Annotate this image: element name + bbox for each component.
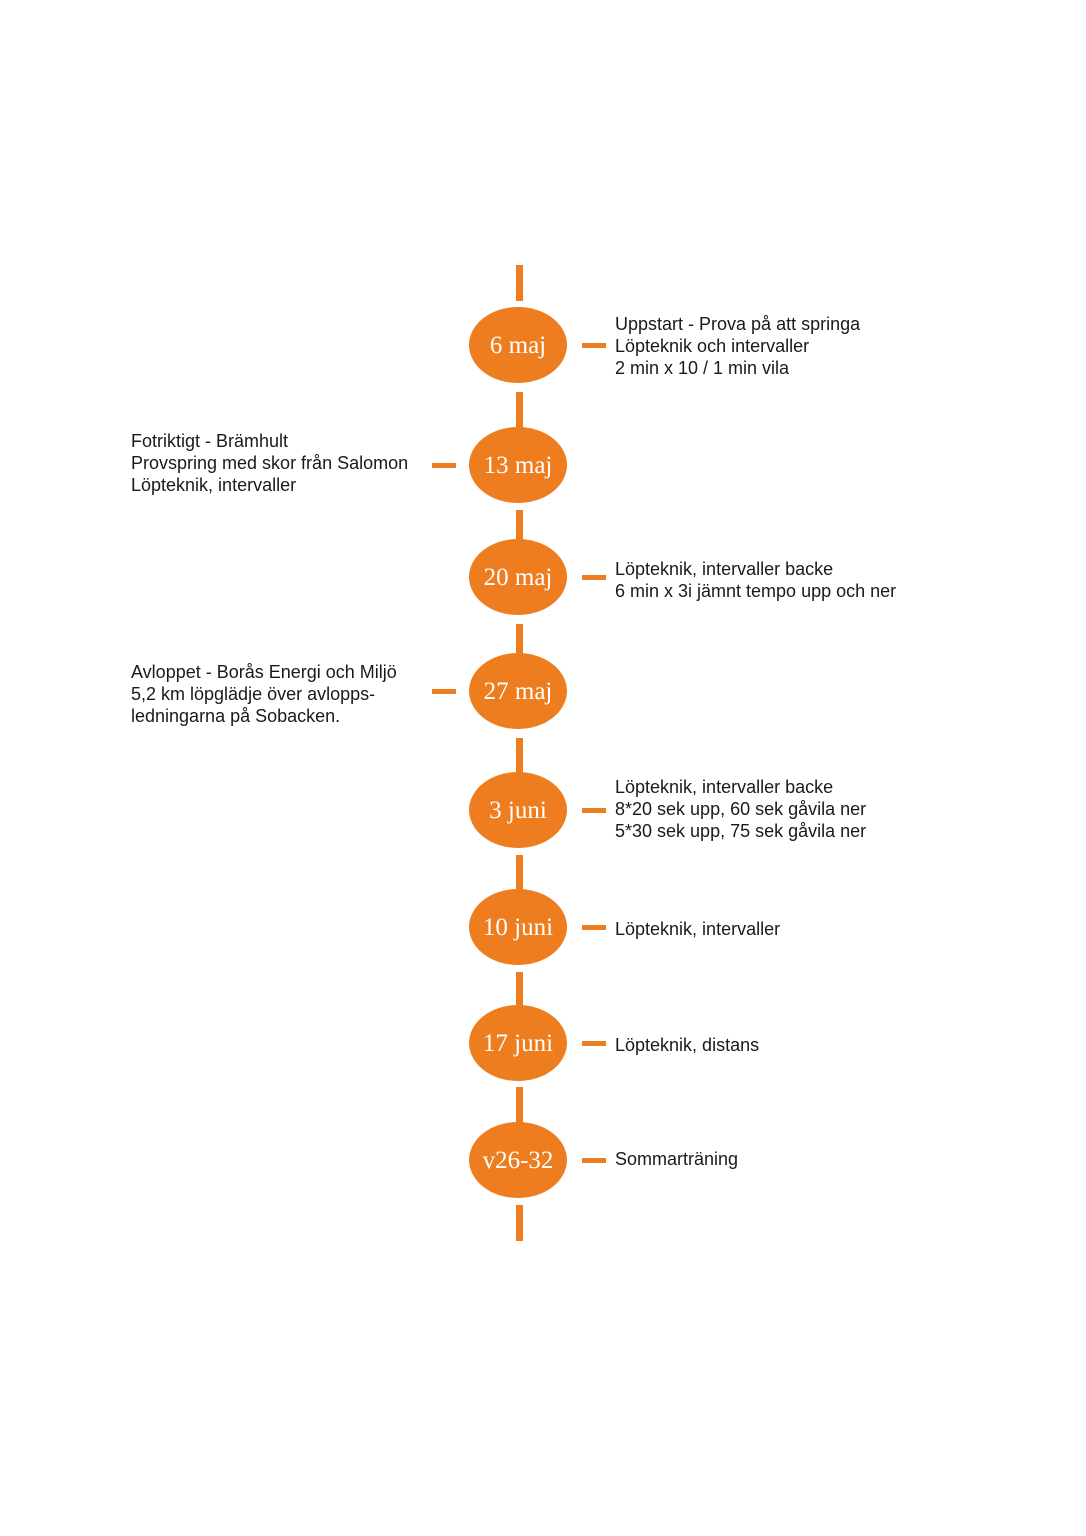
date-node: 10 juni (469, 889, 567, 965)
timeline-segment (516, 738, 523, 774)
date-node: 20 maj (469, 539, 567, 615)
description-line: Provspring med skor från Salomon (131, 453, 409, 473)
description-line: Sommarträning (615, 1149, 739, 1169)
description-line: Löpteknik, distans (615, 1035, 760, 1055)
description-line: 6 min x 3i jämnt tempo upp och ner (615, 581, 897, 601)
description-line: Avloppet - Borås Energi och Miljö (131, 662, 397, 682)
timeline-segment (516, 510, 523, 546)
connector-dash (582, 343, 606, 348)
connector-dash (432, 689, 456, 694)
description-line: Fotriktigt - Brämhult (131, 431, 289, 451)
description-line: Löpteknik och intervaller (615, 336, 810, 356)
date-node: 6 maj (469, 307, 567, 383)
description-line: 8*20 sek upp, 60 sek gåvila ner (615, 799, 867, 819)
description-line: 5*30 sek upp, 75 sek gåvila ner (615, 821, 867, 841)
timeline-segment (516, 1205, 523, 1241)
event-description: Löpteknik, distans (615, 1034, 759, 1056)
description-line: Löpteknik, intervaller backe (615, 777, 834, 797)
timeline-segment (516, 972, 523, 1008)
date-node: 3 juni (469, 772, 567, 848)
description-line: Uppstart - Prova på att springa (615, 314, 861, 334)
description-line: 5,2 km löpglädje över avlopps- (131, 684, 376, 704)
description-line: Löpteknik, intervaller (131, 475, 297, 495)
date-node: v26-32 (469, 1122, 567, 1198)
timeline-segment (516, 265, 523, 301)
description-line: Löpteknik, intervaller (615, 919, 781, 939)
connector-dash (582, 575, 606, 580)
description-line: ledningarna på Sobacken. (131, 706, 341, 726)
timeline-segment (516, 624, 523, 660)
date-node: 27 maj (469, 653, 567, 729)
connector-dash (582, 1041, 606, 1046)
description-line: Löpteknik, intervaller backe (615, 559, 834, 579)
timeline-segment (516, 1087, 523, 1123)
event-description: Löpteknik, intervaller (615, 918, 780, 940)
connector-dash (582, 1158, 606, 1163)
date-node: 17 juni (469, 1005, 567, 1081)
description-line: 2 min x 10 / 1 min vila (615, 358, 790, 378)
connector-dash (582, 925, 606, 930)
timeline-segment (516, 855, 523, 891)
timeline-segment (516, 392, 523, 428)
connector-dash (582, 808, 606, 813)
event-description: Sommarträning (615, 1148, 738, 1170)
connector-dash (432, 463, 456, 468)
date-node: 13 maj (469, 427, 567, 503)
